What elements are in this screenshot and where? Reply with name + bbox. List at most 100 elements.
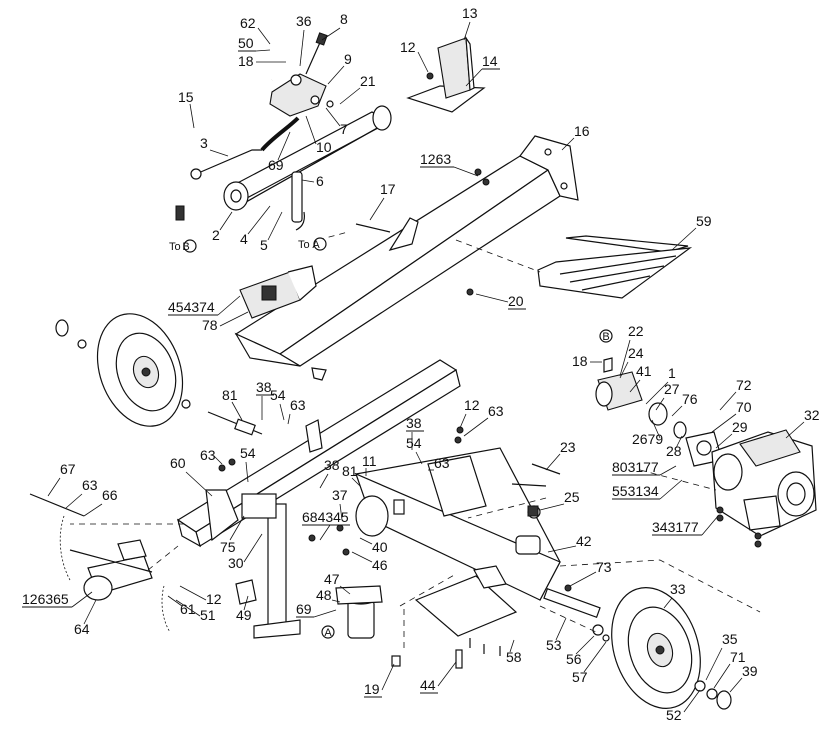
marker-b-pump: B xyxy=(602,331,609,343)
callout-37: 37 xyxy=(332,487,348,521)
callout-29: 29 xyxy=(715,419,748,449)
callout-78-label: 78 xyxy=(202,317,218,333)
callout-57: 57 xyxy=(572,641,607,685)
callout-49: 49 xyxy=(236,595,252,623)
callout-72-label: 72 xyxy=(736,377,752,393)
callout-75: 75 xyxy=(220,515,245,555)
callout-38-low-label: 38 xyxy=(324,457,340,473)
callout-63-hitch-label: 63 xyxy=(82,477,98,493)
callout-81-low-label: 81 xyxy=(342,463,358,479)
filter-housing xyxy=(239,265,317,319)
callout-51-label: 51 xyxy=(200,607,216,623)
callout-63-top: 63 xyxy=(287,397,306,425)
callout-18-top: 18 xyxy=(238,53,286,69)
callout-41: 41 xyxy=(629,363,652,393)
callout-69-top: 69 xyxy=(268,131,291,173)
callout-126365: 126365 xyxy=(22,591,93,608)
callout-53-label: 53 xyxy=(546,637,562,653)
callout-69-low: 69 xyxy=(296,601,337,618)
callout-81-low: 81 xyxy=(342,463,361,487)
callout-58: 58 xyxy=(506,639,522,665)
callout-21: 21 xyxy=(339,73,376,105)
callout-25: 25 xyxy=(539,489,580,511)
pump-mount-box xyxy=(354,447,561,601)
callout-36-label: 36 xyxy=(296,13,312,29)
splitter-beam xyxy=(234,135,579,381)
callout-38-low: 38 xyxy=(319,457,340,489)
callout-803177-label: 803177 xyxy=(612,459,659,475)
callout-46-label: 46 xyxy=(372,557,388,573)
splitting-wedge xyxy=(406,35,486,113)
callout-62: 62 xyxy=(240,15,271,45)
callout-54-top: 54 xyxy=(270,387,286,421)
callout-38-mid: 38 xyxy=(406,415,424,450)
callout-13: 13 xyxy=(462,5,478,41)
callout-47: 47 xyxy=(324,571,351,595)
callouts: 62 36 8 13 50 18 12 9 14 15 21 7 3 10 16… xyxy=(22,5,820,723)
marker-b-top: B xyxy=(182,241,189,253)
callout-42-label: 42 xyxy=(576,533,592,549)
callout-19: 19 xyxy=(364,663,395,698)
callout-69-top-label: 69 xyxy=(268,157,284,173)
callout-60: 60 xyxy=(170,455,213,497)
callout-6-label: 6 xyxy=(316,173,324,189)
callout-1263-top-label: 1263 xyxy=(420,151,451,167)
connector-markers: B To A To B A xyxy=(169,237,613,639)
left-wheel xyxy=(55,313,263,436)
callout-54-left-label: 54 xyxy=(240,445,256,461)
callout-684345: 684345 xyxy=(302,509,350,541)
callout-35: 35 xyxy=(705,631,738,681)
callout-40: 40 xyxy=(359,537,388,555)
callout-40-label: 40 xyxy=(372,539,388,555)
callout-61: 61 xyxy=(167,595,196,617)
callout-6: 6 xyxy=(301,173,324,189)
callout-64-label: 64 xyxy=(74,621,90,637)
callout-25-label: 25 xyxy=(564,489,580,505)
callout-24: 24 xyxy=(619,345,644,379)
callout-23-label: 23 xyxy=(560,439,576,455)
callout-50: 50 xyxy=(238,35,271,52)
callout-454374: 454374 xyxy=(168,295,241,316)
callout-33-label: 33 xyxy=(670,581,686,597)
callout-75-label: 75 xyxy=(220,539,236,555)
hydraulic-pump xyxy=(595,357,723,467)
callout-63-hitch: 63 xyxy=(65,477,98,509)
callout-22: 22 xyxy=(619,323,644,377)
callout-73-label: 73 xyxy=(596,559,612,575)
callout-81-top-label: 81 xyxy=(222,387,238,403)
callout-7-label: 7 xyxy=(340,121,348,137)
engine-plate xyxy=(391,565,518,669)
callout-48-label: 48 xyxy=(316,587,332,603)
callout-22-label: 22 xyxy=(628,323,644,339)
callout-32-label: 32 xyxy=(804,407,820,423)
callout-23: 23 xyxy=(545,439,576,471)
assembly-lines xyxy=(70,231,761,648)
callout-63-mid-label: 63 xyxy=(488,403,504,419)
callout-81-top: 81 xyxy=(222,387,243,421)
callout-57-label: 57 xyxy=(572,669,588,685)
callout-20-label: 20 xyxy=(508,293,524,309)
callout-16: 16 xyxy=(561,123,590,151)
callout-64: 64 xyxy=(74,599,97,637)
callout-47-label: 47 xyxy=(324,571,340,587)
callout-10-label: 10 xyxy=(316,139,332,155)
callout-62-label: 62 xyxy=(240,15,256,31)
callout-41-label: 41 xyxy=(636,363,652,379)
callout-803177: 803177 xyxy=(612,459,677,476)
callout-11-label: 11 xyxy=(362,453,377,469)
jack-stand xyxy=(235,493,301,639)
fasteners xyxy=(218,168,762,592)
callout-16-label: 16 xyxy=(574,123,590,139)
log-tray xyxy=(537,235,693,299)
callout-37-label: 37 xyxy=(332,487,348,503)
callout-66-label: 66 xyxy=(102,487,118,503)
callout-18-top-label: 18 xyxy=(238,53,254,69)
callout-24-label: 24 xyxy=(628,345,644,361)
to-a-label: To xyxy=(298,239,310,251)
callout-33: 33 xyxy=(663,581,686,609)
callout-38-top-label: 38 xyxy=(256,379,272,395)
callout-76: 76 xyxy=(671,391,698,417)
callout-2-label: 2 xyxy=(212,227,220,243)
callout-12-mid: 12 xyxy=(459,397,480,429)
callout-27-label: 27 xyxy=(664,381,680,397)
